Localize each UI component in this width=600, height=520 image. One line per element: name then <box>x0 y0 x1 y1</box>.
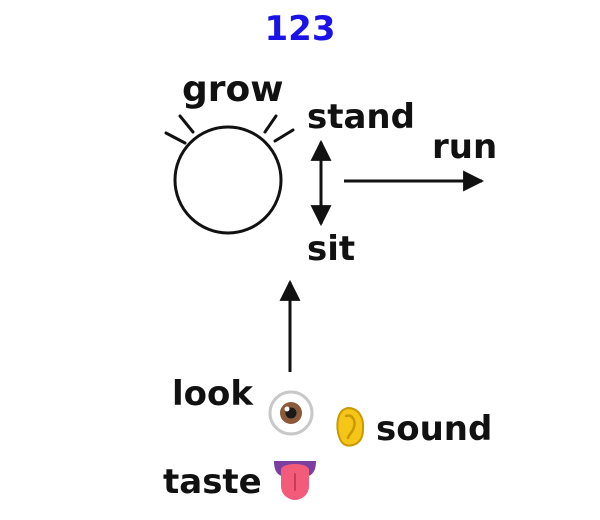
label-grow: grow <box>182 69 284 110</box>
label-run: run <box>432 127 498 167</box>
ear-icon <box>336 406 365 447</box>
grow-circle <box>173 125 283 235</box>
label-taste: taste <box>163 462 262 502</box>
diagram-title: 123 <box>264 9 336 49</box>
tongue-icon <box>274 461 316 500</box>
label-sound: sound <box>376 409 493 449</box>
label-look: look <box>172 374 253 414</box>
label-stand: stand <box>307 97 415 137</box>
eye-icon <box>268 390 314 436</box>
glow-rays <box>164 114 295 145</box>
label-sit: sit <box>307 229 356 269</box>
